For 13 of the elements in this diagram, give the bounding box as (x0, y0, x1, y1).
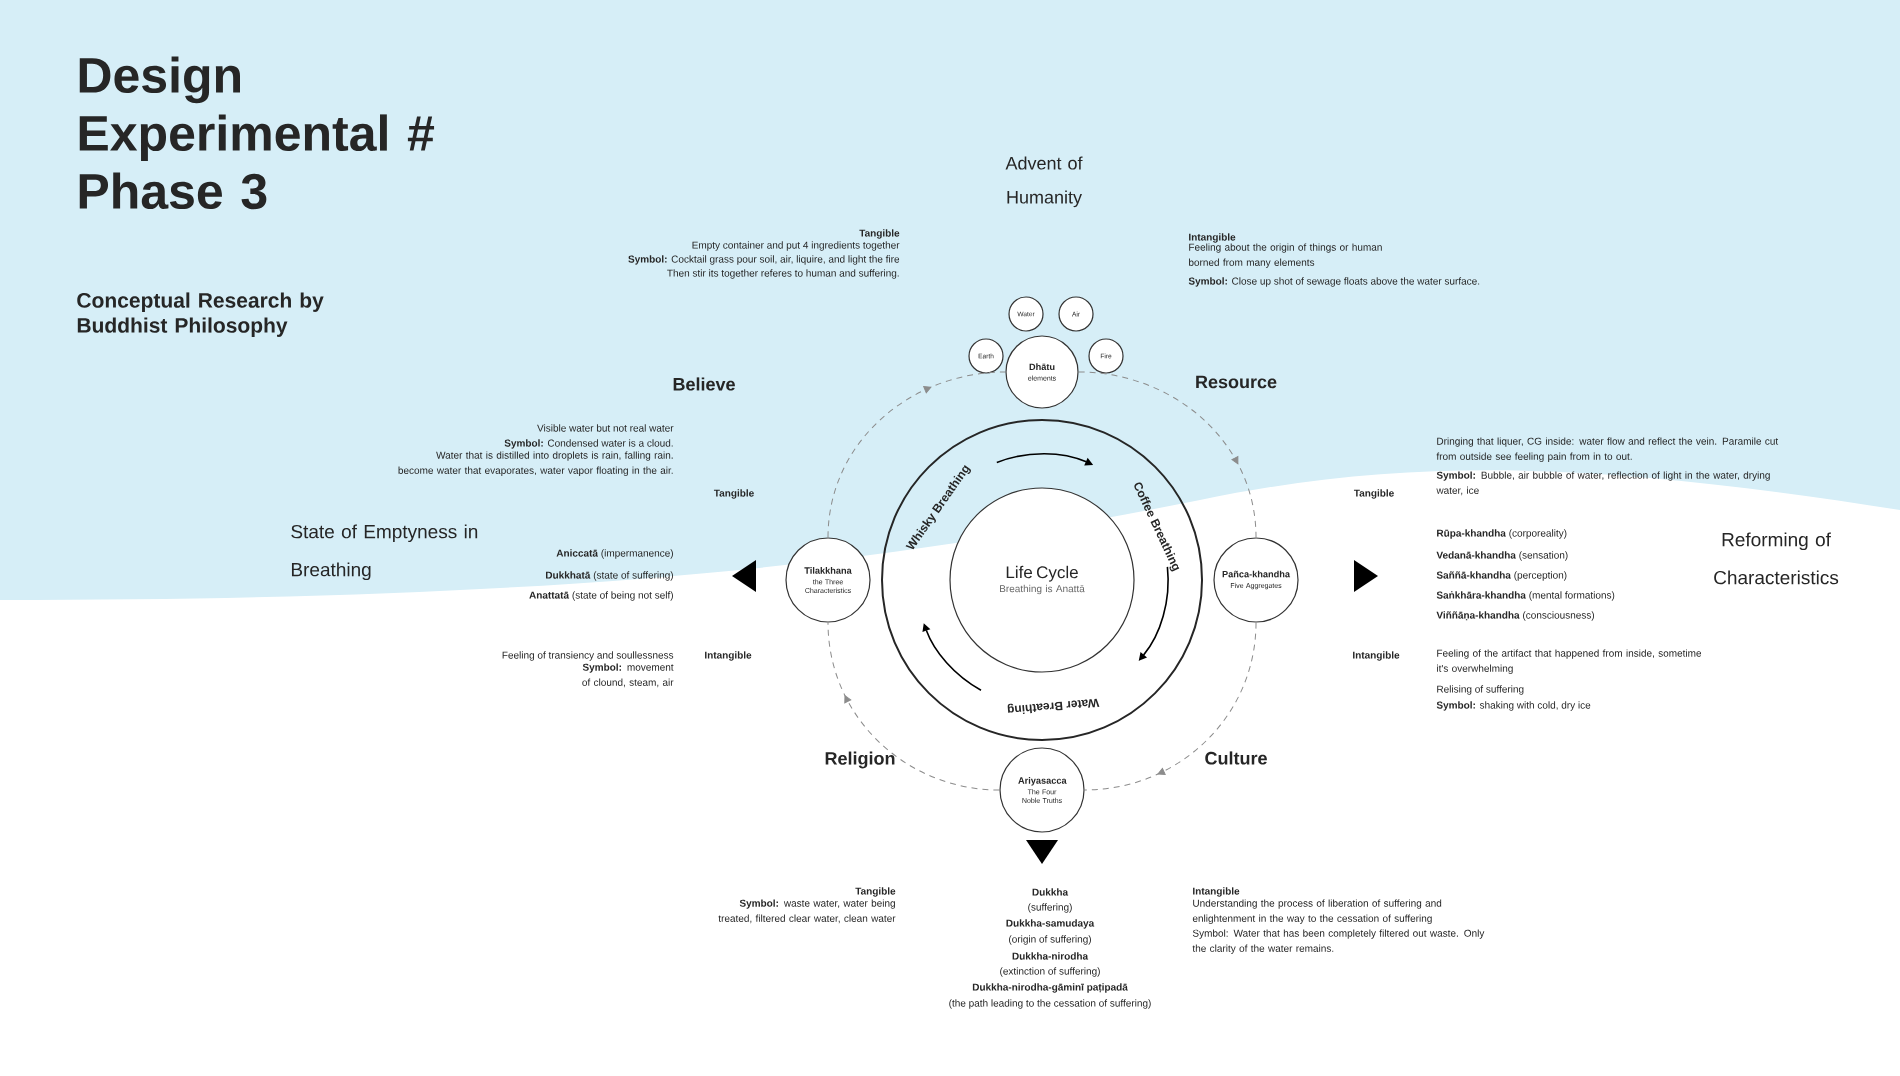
heading-label: Reforming of Characteristics (1714, 532, 1839, 585)
section-label: Religion (825, 751, 895, 769)
arrow (1078, 371, 1257, 538)
section-label: Believe (673, 377, 735, 391)
subtitle: Conceptual Research by Buddhist Philosophy (77, 292, 324, 337)
title-heading: Design Experimental # Phase 3 (79, 56, 435, 210)
heading-label: Advent of Humanity (1005, 156, 1083, 208)
heading-label: State of Emptyness in Breathing (291, 524, 478, 581)
section-label: Resource (1196, 375, 1277, 389)
arrow (827, 371, 1006, 538)
arrow (827, 622, 1000, 791)
section-label: Culture (1205, 751, 1267, 765)
arrow (1084, 622, 1257, 791)
